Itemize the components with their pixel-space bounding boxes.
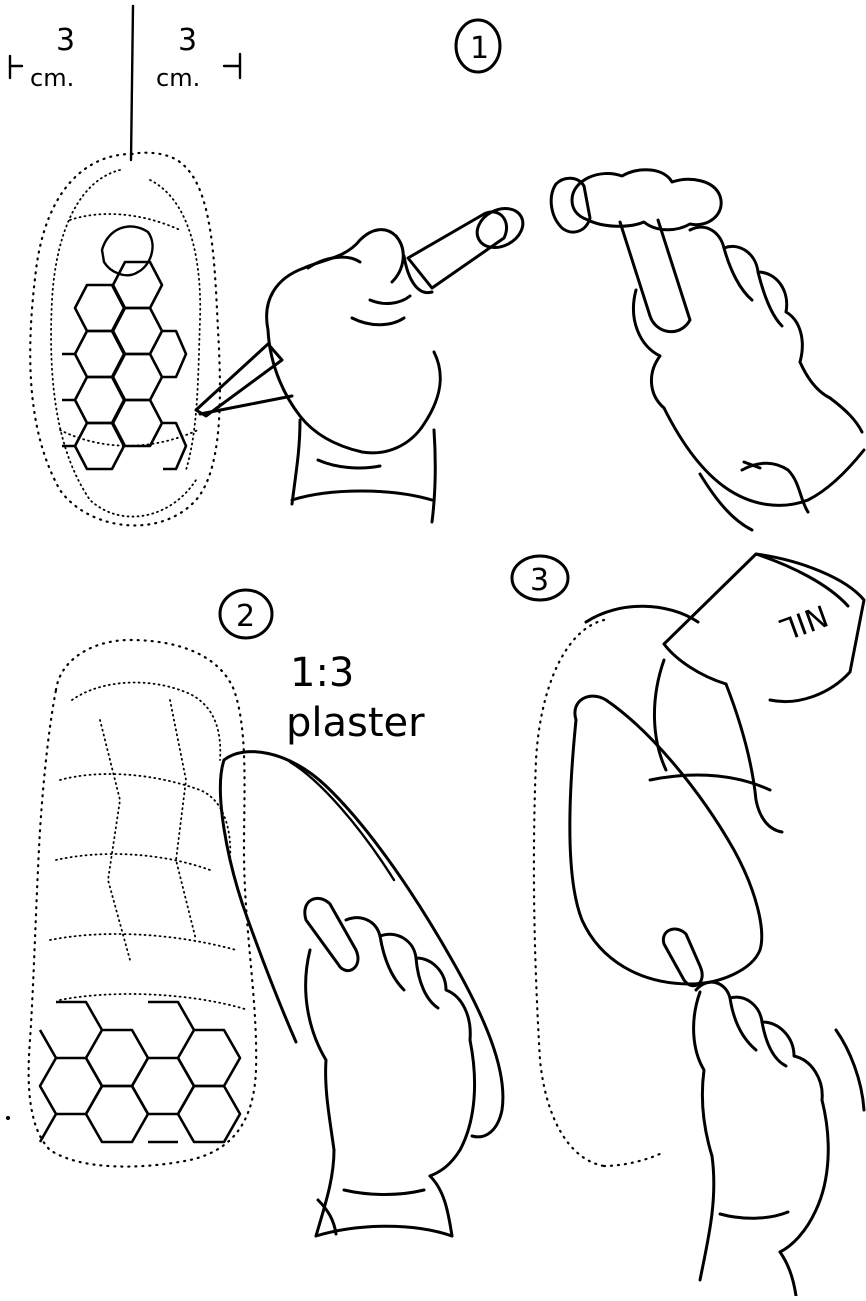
trowel-3 — [570, 696, 762, 986]
panel-2: 2 1:3 plaster — [29, 590, 503, 1236]
hammer — [551, 170, 721, 332]
panel-1: 3 cm. 3 cm. 1 — [10, 6, 864, 530]
right-measure-value: 3 — [178, 23, 197, 58]
step-2-badge: 2 — [220, 590, 272, 638]
hand-holding-chisel — [267, 201, 530, 522]
center-line — [131, 6, 133, 160]
plaster-cup: NIL — [664, 554, 864, 702]
specimen-block-1 — [30, 153, 220, 526]
left-measure-unit: cm. — [30, 64, 74, 92]
step-1-number: 1 — [470, 31, 489, 66]
right-measure-unit: cm. — [156, 64, 200, 92]
step-3-number: 3 — [530, 563, 549, 598]
material-label: plaster — [286, 700, 425, 746]
hand-holding-hammer — [633, 227, 864, 530]
ratio-label: 1:3 — [290, 650, 354, 696]
left-measure-value: 3 — [56, 23, 75, 58]
stray-dot — [6, 1116, 10, 1120]
panel-3: 3 NIL — [512, 554, 864, 1296]
trowel-2 — [220, 752, 502, 1137]
step-3-badge: 3 — [512, 556, 568, 600]
specimen-outline-3 — [534, 620, 604, 1166]
cup-label: NIL — [775, 597, 832, 646]
hand-holding-cup — [586, 606, 782, 832]
hand-holding-trowel-3 — [694, 982, 864, 1296]
chisel — [196, 344, 292, 416]
hand-holding-trowel-2 — [306, 918, 475, 1236]
step-1-badge: 1 — [456, 20, 500, 72]
step-2-number: 2 — [236, 599, 255, 634]
specimen-block-2 — [29, 640, 257, 1167]
